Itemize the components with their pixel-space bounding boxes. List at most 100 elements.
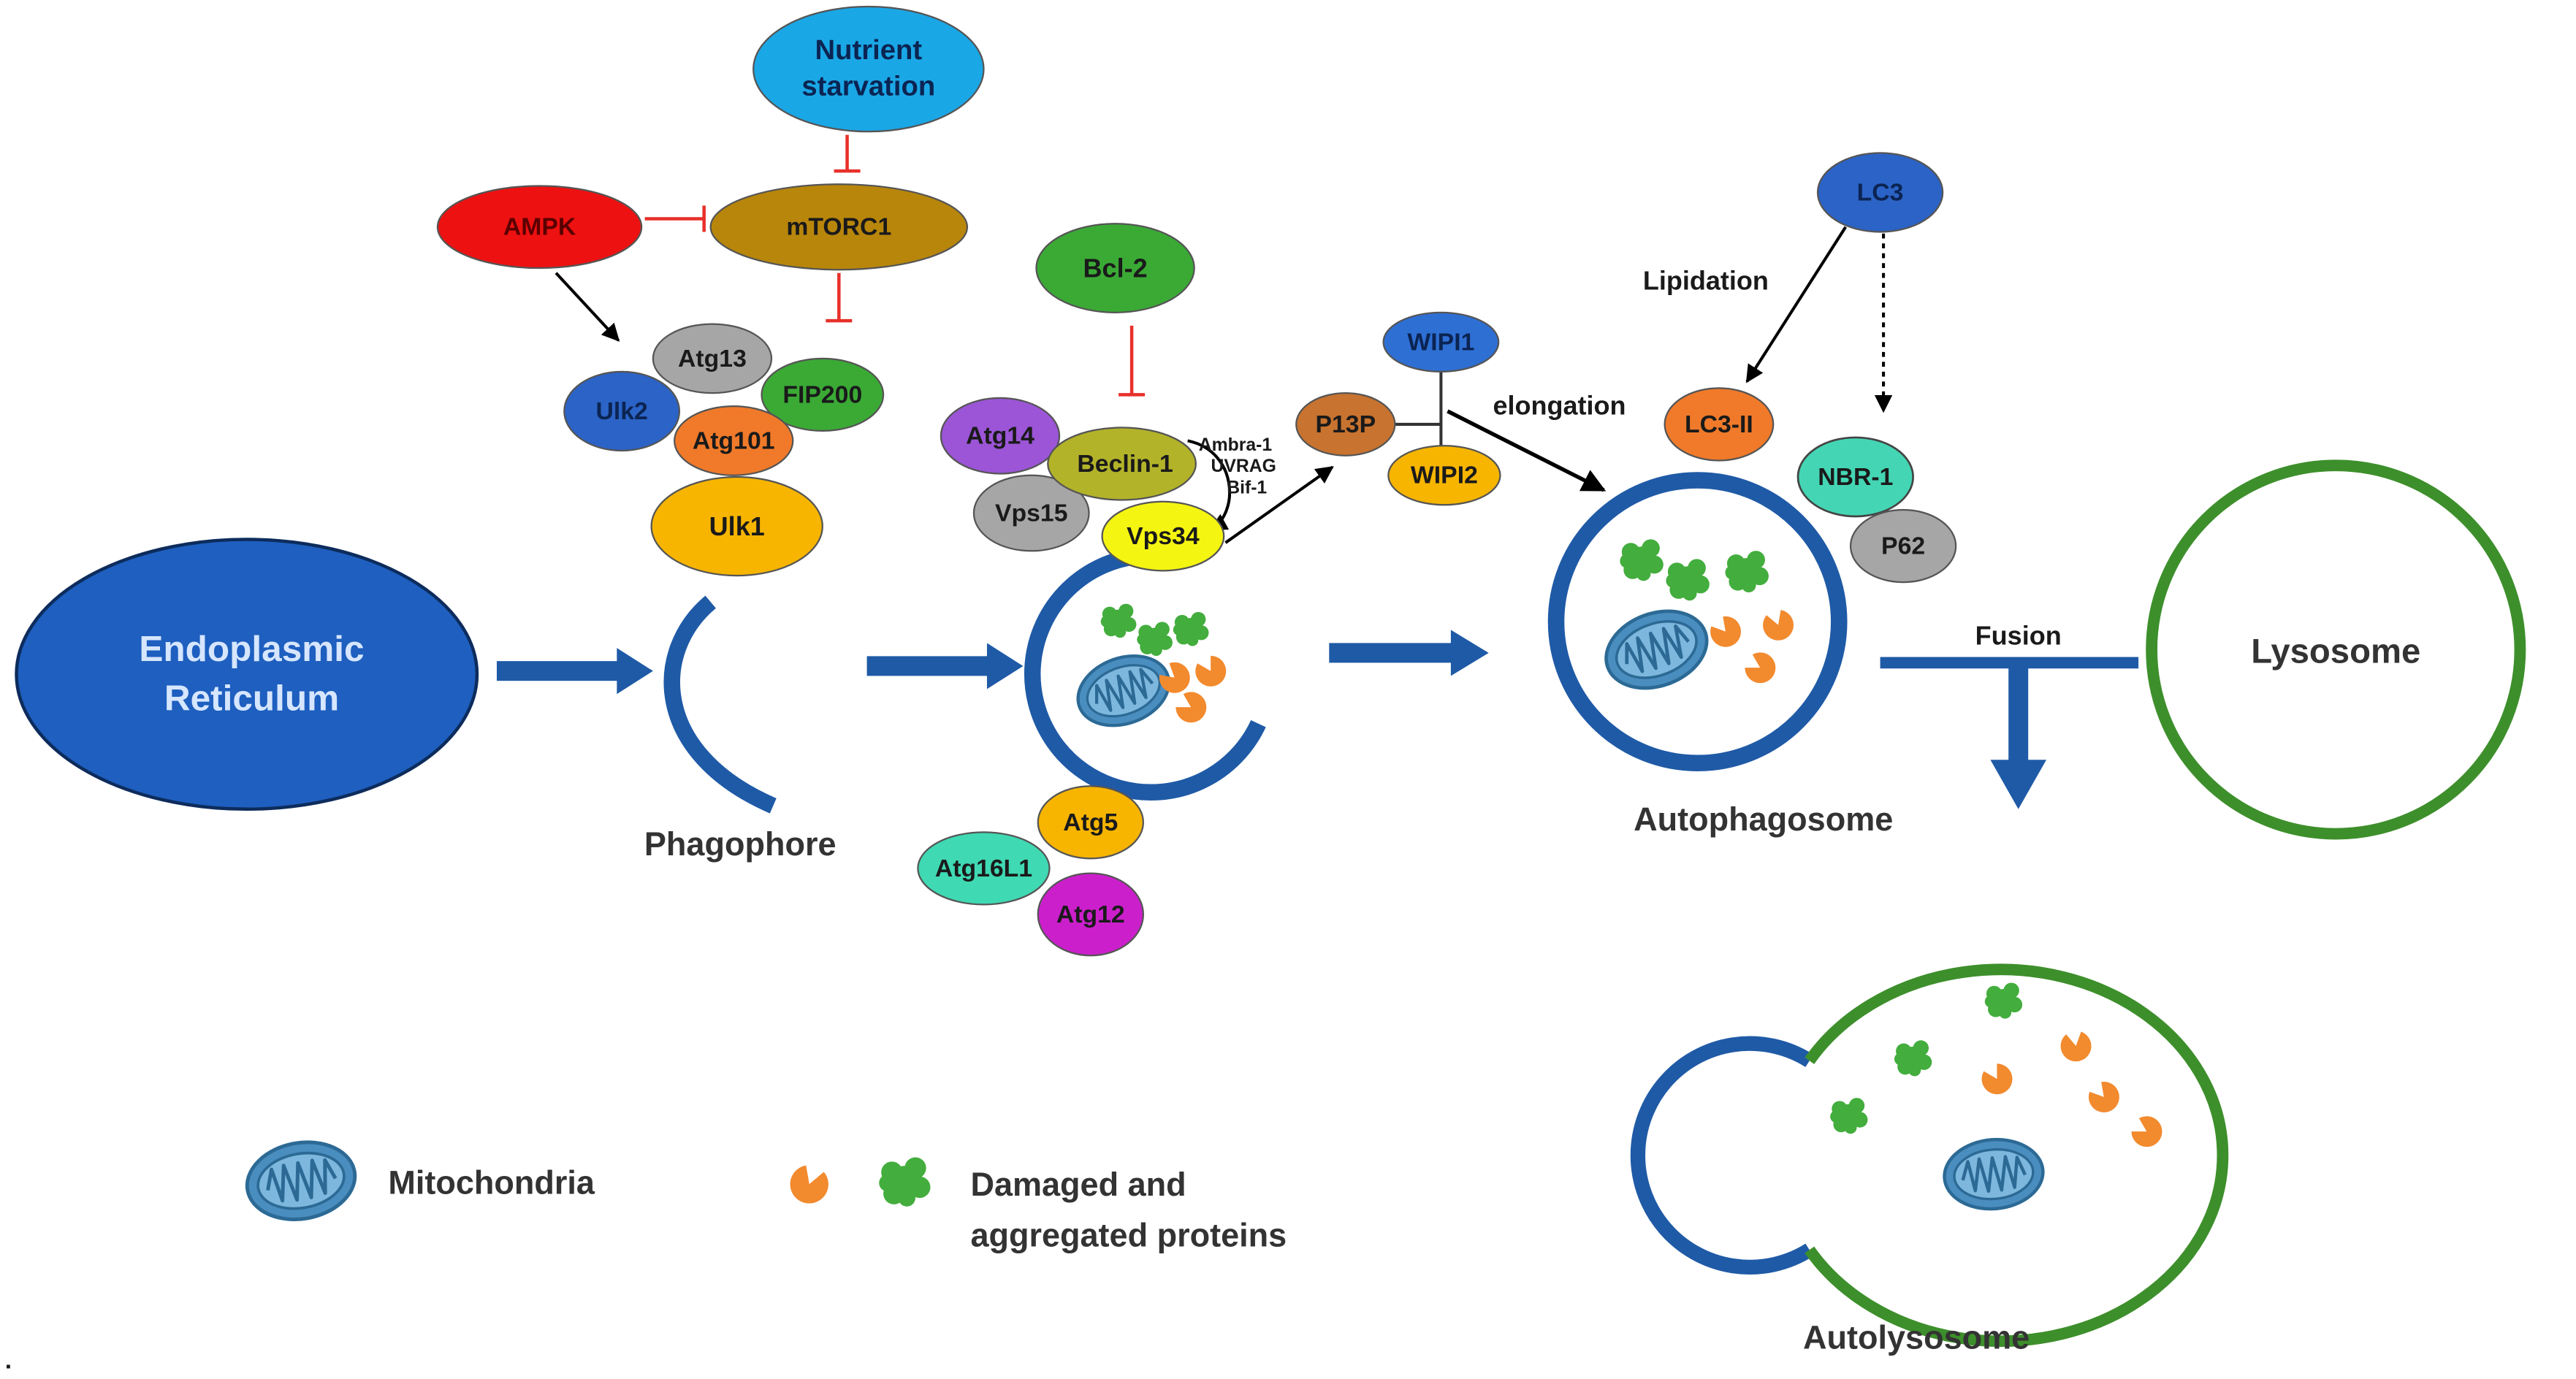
node-atg5: Atg5 [1037, 785, 1144, 860]
bcl2-inhibits-beclin1 [1119, 325, 1146, 397]
autophagosome-cargo [1596, 539, 1798, 701]
ampk-inhibits-mtorc1 [644, 205, 706, 232]
wipi2-label: WIPI2 [1411, 462, 1478, 489]
node-ampk: AMPK [436, 185, 643, 270]
lc3-ii-label: LC3-II [1685, 410, 1753, 438]
node-vps34: Vps34 [1101, 500, 1225, 572]
damaged-protein-icon [2084, 1077, 2126, 1119]
damaged-protein-icon [1977, 1059, 2019, 1100]
atg16l1-label: Atg16L1 [935, 855, 1032, 882]
ampk-activates-ulk-arrow [555, 272, 620, 342]
node-bcl2: Bcl-2 [1035, 223, 1195, 313]
nutrient-starvation-label-2: starvation [801, 71, 935, 102]
atg14-label: Atg14 [966, 422, 1034, 450]
legend-mitochondria-label: Mitochondria [388, 1164, 595, 1202]
vps34-label: Vps34 [1127, 522, 1200, 550]
lc3-label: LC3 [1857, 178, 1904, 206]
node-fip200: FIP200 [761, 357, 885, 432]
ulk2-label: Ulk2 [595, 397, 647, 425]
mitochondrion-icon [1942, 1136, 2046, 1213]
lysosome-membrane [2146, 459, 2526, 840]
autolysosome-lysosome-membrane [1805, 963, 2229, 1348]
nucleating-cargo [1068, 603, 1232, 738]
er-label-2: Reticulum [164, 679, 339, 719]
node-vps15: Vps15 [972, 474, 1090, 552]
node-atg101: Atg101 [674, 405, 794, 476]
node-atg12: Atg12 [1037, 872, 1144, 957]
protein-aggregate-icon [1725, 551, 1769, 593]
node-lc3: LC3 [1816, 152, 1944, 233]
starvation-inhibits-mtorc1 [834, 134, 861, 173]
atg101-label: Atg101 [693, 427, 775, 454]
nbr1-label: NBR-1 [1818, 463, 1893, 491]
lipidation-arrow [1745, 226, 1847, 383]
cofactor-labels: Ambra-1 UVRAG Bif-1 [1199, 435, 1276, 498]
process-arrows [496, 630, 2046, 809]
node-nutrient-starvation: Nutrient starvation [752, 5, 985, 133]
fusion-label: Fusion [1975, 621, 2062, 651]
node-lc3-ii: LC3-II [1664, 387, 1775, 462]
phagophore-membrane [663, 595, 777, 814]
fip200-label: FIP200 [782, 381, 862, 408]
phagophore-label: Phagophore [644, 825, 837, 863]
vps34-to-p13p-arrow [1224, 465, 1334, 544]
node-ulk1: Ulk1 [650, 475, 823, 577]
ulk1-label: Ulk1 [709, 511, 765, 541]
node-wipi1: WIPI1 [1382, 311, 1500, 373]
node-atg13: Atg13 [652, 323, 773, 394]
mtorc1-inhibits-ulk-complex [826, 272, 853, 323]
protein-aggregate-icon [1137, 622, 1173, 656]
cofactor-curved-arrow [1187, 439, 1232, 531]
cofactor-ambra1: Ambra-1 [1199, 435, 1273, 455]
nutrient-starvation-label-1: Nutrient [815, 34, 922, 66]
node-nbr1: NBR-1 [1796, 436, 1914, 518]
er-label-1: Endoplasmic [139, 629, 364, 669]
elongation-label: elongation [1493, 390, 1626, 420]
lipidation-label: Lipidation [1643, 265, 1769, 295]
mitochondrion-icon [1068, 644, 1178, 738]
atg-conjugation-complex: Atg16L1 Atg5 Atg12 [917, 785, 1144, 957]
p13p-wipi-connector [1395, 371, 1443, 446]
node-beclin1: Beclin-1 [1047, 427, 1197, 501]
bcl2-label: Bcl-2 [1083, 253, 1148, 283]
wipi1-label: WIPI1 [1407, 328, 1474, 356]
p62-label: P62 [1881, 532, 1925, 560]
protein-aggregate-icon [1620, 539, 1664, 581]
node-ulk2: Ulk2 [563, 370, 681, 452]
legend-proteins-label-1: Damaged and [970, 1166, 1186, 1203]
atg12-label: Atg12 [1056, 901, 1125, 928]
damaged-protein-icon [1759, 607, 1798, 645]
phagophore-to-nucleation-arrow [866, 643, 1024, 690]
protein-aggregate-icon [879, 1157, 931, 1207]
legend: Mitochondria Damaged and aggregated prot… [241, 1134, 1287, 1254]
corner-mark: . [5, 1346, 12, 1374]
autophagosome-label: Autophagosome [1634, 801, 1893, 838]
damaged-protein-icon [2127, 1111, 2168, 1153]
elongation-arrow [1447, 409, 1607, 492]
nucleation-to-autophagosome-arrow [1329, 630, 1489, 676]
nucleating-membrane [1024, 547, 1266, 801]
ulk-complex: Atg13 FIP200 Ulk2 Atg101 Ulk1 [563, 323, 885, 577]
lc3-group: LC3 Lipidation LC3-II NBR-1 P62 [1643, 152, 1957, 584]
autophagosome-membrane [1547, 472, 1848, 772]
beclin1-label: Beclin-1 [1077, 450, 1173, 478]
protein-aggregate-icon [1100, 603, 1137, 638]
mtorc1-label: mTORC1 [786, 213, 891, 241]
autolysosome-label: Autolysosome [1803, 1318, 2030, 1356]
wipi-group: P13P WIPI1 WIPI2 elongation [1295, 311, 1626, 506]
protein-aggregate-icon [1894, 1040, 1932, 1077]
damaged-protein-icon [1172, 687, 1212, 728]
node-atg14: Atg14 [940, 397, 1061, 475]
cofactor-uvrag: UVRAG [1211, 457, 1276, 476]
legend-proteins-label-2: aggregated proteins [970, 1217, 1287, 1254]
damaged-protein-icon [785, 1162, 834, 1209]
cofactor-bif1: Bif-1 [1227, 478, 1267, 497]
damaged-protein-icon [2058, 1030, 2094, 1064]
protein-aggregate-icon [1984, 982, 2023, 1019]
mitochondrion-icon [1596, 597, 1718, 701]
damaged-protein-icon [1191, 652, 1232, 692]
mitochondrion-icon [241, 1134, 361, 1228]
fusion-down-arrow [1990, 662, 2046, 809]
er-to-phagophore-arrow [496, 648, 653, 695]
